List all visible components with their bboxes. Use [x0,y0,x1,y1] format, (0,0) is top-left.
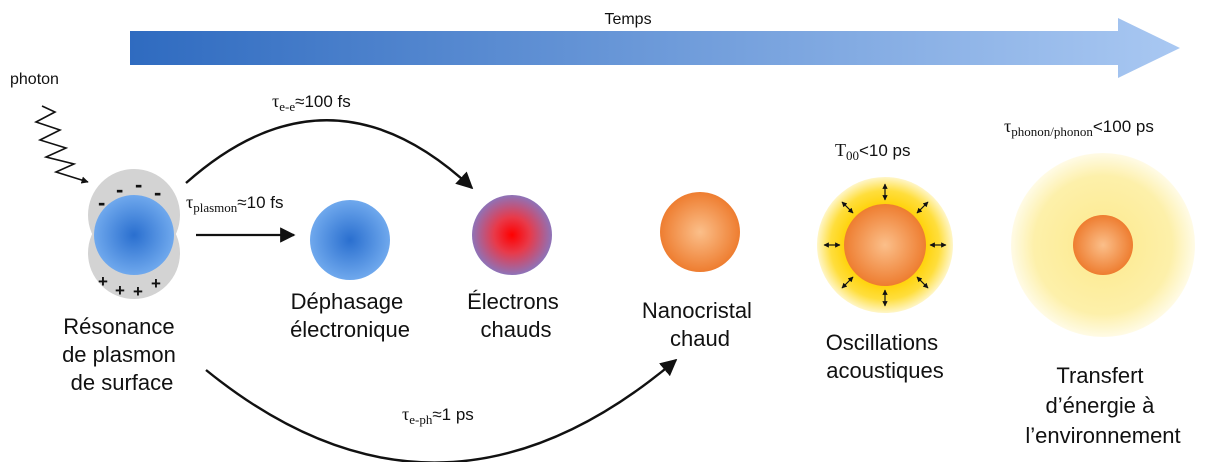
dephasing-sphere [310,200,390,280]
t00-label: T00<10 ps [835,140,911,163]
tau-ee-label: τe-e≈100 fs [272,91,351,114]
ee-scattering-arrow [185,119,474,190]
plus-charges: + + + + [98,272,161,301]
stage-label-acoustic-oscillations: Oscillations acoustiques [826,330,945,383]
vibration-arrow [916,201,929,214]
tau-plasmon-label: τplasmon≈10 fs [186,192,283,215]
stage-label-hot-nanocrystal: Nanocristal chaud [642,298,758,351]
stage-label-hot-electrons: Électrons chauds [467,289,565,342]
hot-nanocrystal-sphere [660,192,740,272]
stage-label-dephasing: Déphasage électronique [290,289,410,342]
minus-charge: - [135,172,142,197]
minus-charge: - [154,180,161,205]
eph-coupling-arrow [205,358,678,462]
minus-charge: - [116,177,123,202]
stage-label-energy-transfer: Transfert d’énergie à l’environnement [1025,363,1180,448]
time-label: Temps [604,11,651,28]
stage-label-plasmon-resonance: Résonance de plasmon de surface [62,314,182,395]
minus-charges: - - - - [98,172,161,215]
plasmon-sphere [94,195,174,275]
plus-charge: + [151,274,161,293]
plus-charge: + [98,272,108,291]
vibration-arrows [823,183,947,307]
environment-sphere [1073,215,1133,275]
photon: photon [10,71,89,184]
plus-charge: + [115,281,125,300]
plasmon-sphere-group: - - - - + + + + [88,169,180,301]
vibration-arrow [841,276,854,289]
vibration-arrow [841,201,854,214]
time-arrow-shape [130,18,1180,78]
photon-wave-arrow [33,105,89,184]
tau-eph-label: τe-ph≈1 ps [402,404,474,427]
tau-phonon-label: τphonon/phonon<100 ps [1004,116,1154,139]
time-arrow: Temps [130,11,1180,78]
minus-charge: - [98,190,105,215]
acoustic-sphere [844,204,926,286]
photon-label: photon [10,71,59,88]
acoustic-oscillation-group [817,177,953,313]
vibration-arrow [916,276,929,289]
plus-charge: + [133,282,143,301]
hot-electrons-sphere [472,195,552,275]
